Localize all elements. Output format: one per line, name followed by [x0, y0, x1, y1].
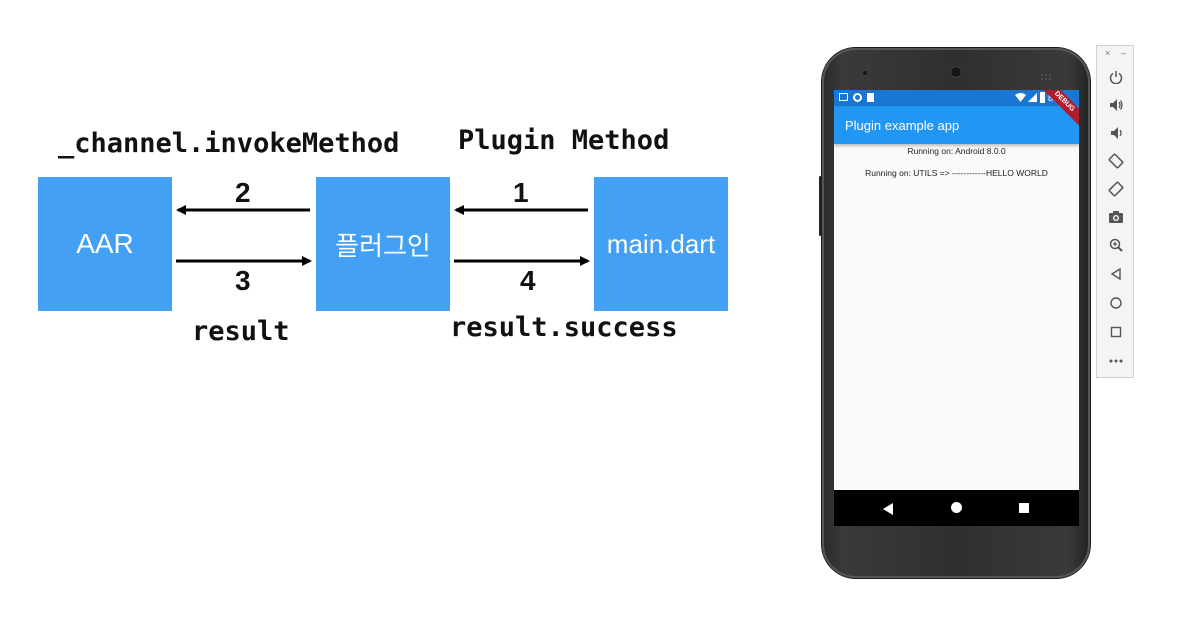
- plugin-box: 플러그인: [316, 177, 450, 311]
- nav-overview-button[interactable]: [1019, 503, 1029, 513]
- screenshot-button[interactable]: [1106, 207, 1126, 227]
- running-on-text: Running on: Android 8.0.0: [907, 146, 1006, 156]
- window-controls: × –: [1097, 48, 1135, 60]
- phone-emulator: 8:59 Plugin example app DEBUG Running on…: [819, 48, 1090, 578]
- sync-notification-icon: [853, 93, 862, 102]
- back-button[interactable]: [1106, 264, 1126, 284]
- plugin-box-label: 플러그인: [335, 231, 431, 262]
- rotate-left-icon: [1108, 153, 1124, 169]
- home-button[interactable]: [1106, 293, 1126, 313]
- overview-icon: [1110, 326, 1122, 338]
- rotate-right-icon: [1108, 181, 1124, 197]
- main-dart-box-label: main.dart: [606, 228, 716, 259]
- battery-icon: [1040, 92, 1045, 103]
- zoom-button[interactable]: [1106, 235, 1126, 255]
- nav-home-button[interactable]: [951, 502, 962, 513]
- back-icon: [1110, 268, 1121, 280]
- result-success-label: result.success: [450, 312, 678, 343]
- sdcard-notification-icon: [867, 93, 874, 102]
- emulator-toolbar: × –: [1096, 45, 1134, 378]
- rotate-right-button[interactable]: [1106, 179, 1126, 199]
- image-notification-icon: [839, 93, 848, 101]
- front-camera: [950, 66, 962, 78]
- overview-button[interactable]: [1106, 322, 1126, 342]
- aar-box: AAR: [38, 177, 172, 311]
- aar-box-label: AAR: [76, 228, 134, 259]
- phone-screen: 8:59 Plugin example app DEBUG Running on…: [834, 90, 1079, 526]
- earpiece-speaker: [1040, 68, 1054, 80]
- nav-back-button[interactable]: [883, 502, 893, 520]
- app-title: Plugin example app: [845, 118, 960, 133]
- proximity-sensor: [862, 70, 868, 76]
- step-1-label: 1: [513, 177, 529, 208]
- plugin-method-label: Plugin Method: [458, 125, 670, 156]
- step-3-label: 3: [235, 265, 251, 296]
- close-window-button[interactable]: ×: [1105, 48, 1111, 58]
- volume-up-icon: [1110, 99, 1123, 111]
- invoke-method-label: _channel.invokeMethod: [58, 128, 400, 159]
- volume-up-button[interactable]: [1106, 95, 1126, 115]
- result-label: result: [192, 316, 290, 347]
- power-icon: [1109, 71, 1123, 84]
- rotate-left-button[interactable]: [1106, 151, 1126, 171]
- volume-down-button[interactable]: [1106, 123, 1126, 143]
- app-bar: Plugin example app: [834, 106, 1079, 144]
- zoom-icon: [1109, 238, 1123, 252]
- nav-bar: [834, 490, 1079, 526]
- home-icon: [1110, 297, 1122, 309]
- status-bar: 8:59: [834, 90, 1079, 106]
- more-button[interactable]: [1106, 351, 1126, 371]
- signal-icon: [1028, 93, 1037, 104]
- power-button[interactable]: [1106, 67, 1126, 87]
- step-4-label: 4: [520, 265, 536, 296]
- minimize-window-button[interactable]: –: [1121, 48, 1127, 58]
- volume-down-icon: [1111, 127, 1122, 139]
- step-2-label: 2: [235, 177, 251, 208]
- running-utils-text: Running on: UTILS => ------------HELLO W…: [865, 168, 1048, 178]
- wifi-icon: [1015, 93, 1026, 104]
- more-icon: [1109, 359, 1123, 363]
- camera-icon: [1109, 211, 1123, 223]
- side-button: [819, 176, 822, 236]
- main-dart-box: main.dart: [594, 177, 728, 311]
